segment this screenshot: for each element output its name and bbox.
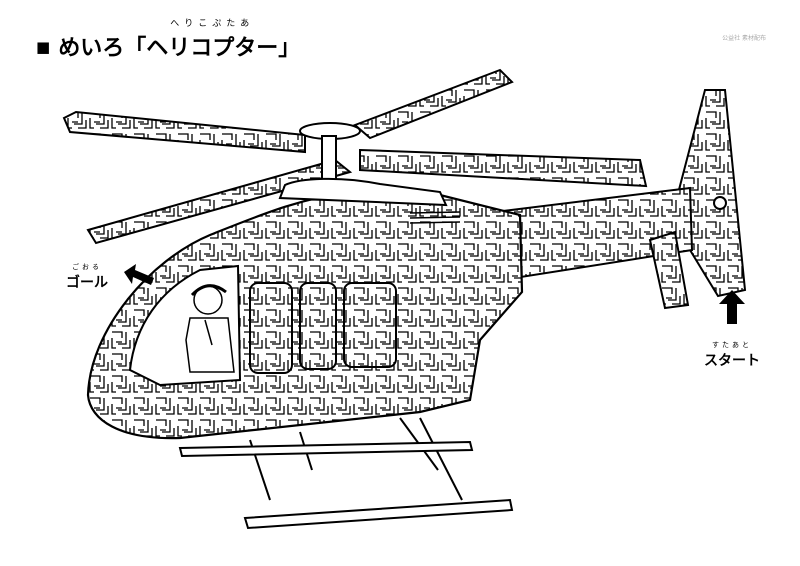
page-title: ■ めいろ「 へりこぷたあ ヘリコプター 」 (36, 19, 301, 62)
title-word: へりこぷたあ ヘリコプター (146, 19, 279, 62)
credit-text: 公益社 素材配布 (722, 35, 766, 42)
start-text: スタート (704, 353, 760, 369)
title-ruby: へりこぷたあ (170, 19, 255, 29)
title-word-text: ヘリコプター (146, 36, 279, 61)
landing-skids (178, 417, 514, 530)
square-bullet-icon: ■ (36, 38, 51, 56)
pilot-figure (185, 284, 235, 373)
arrow-up-icon (719, 290, 745, 324)
engine-cowling (278, 177, 448, 207)
rotor-blades (62, 68, 648, 245)
start-ruby: すたあと (712, 341, 752, 349)
title-suffix: 」 (278, 36, 301, 61)
goal-text: ゴール (66, 275, 108, 291)
arrow-left-icon (124, 264, 154, 285)
title-prefix: めいろ「 (58, 36, 147, 61)
goal-label: ごおる ゴール (66, 262, 108, 292)
start-label: すたあと スタート (704, 340, 760, 370)
tail-stabilizer (648, 230, 690, 310)
goal-ruby: ごおる (72, 263, 102, 271)
side-windows (249, 282, 397, 374)
